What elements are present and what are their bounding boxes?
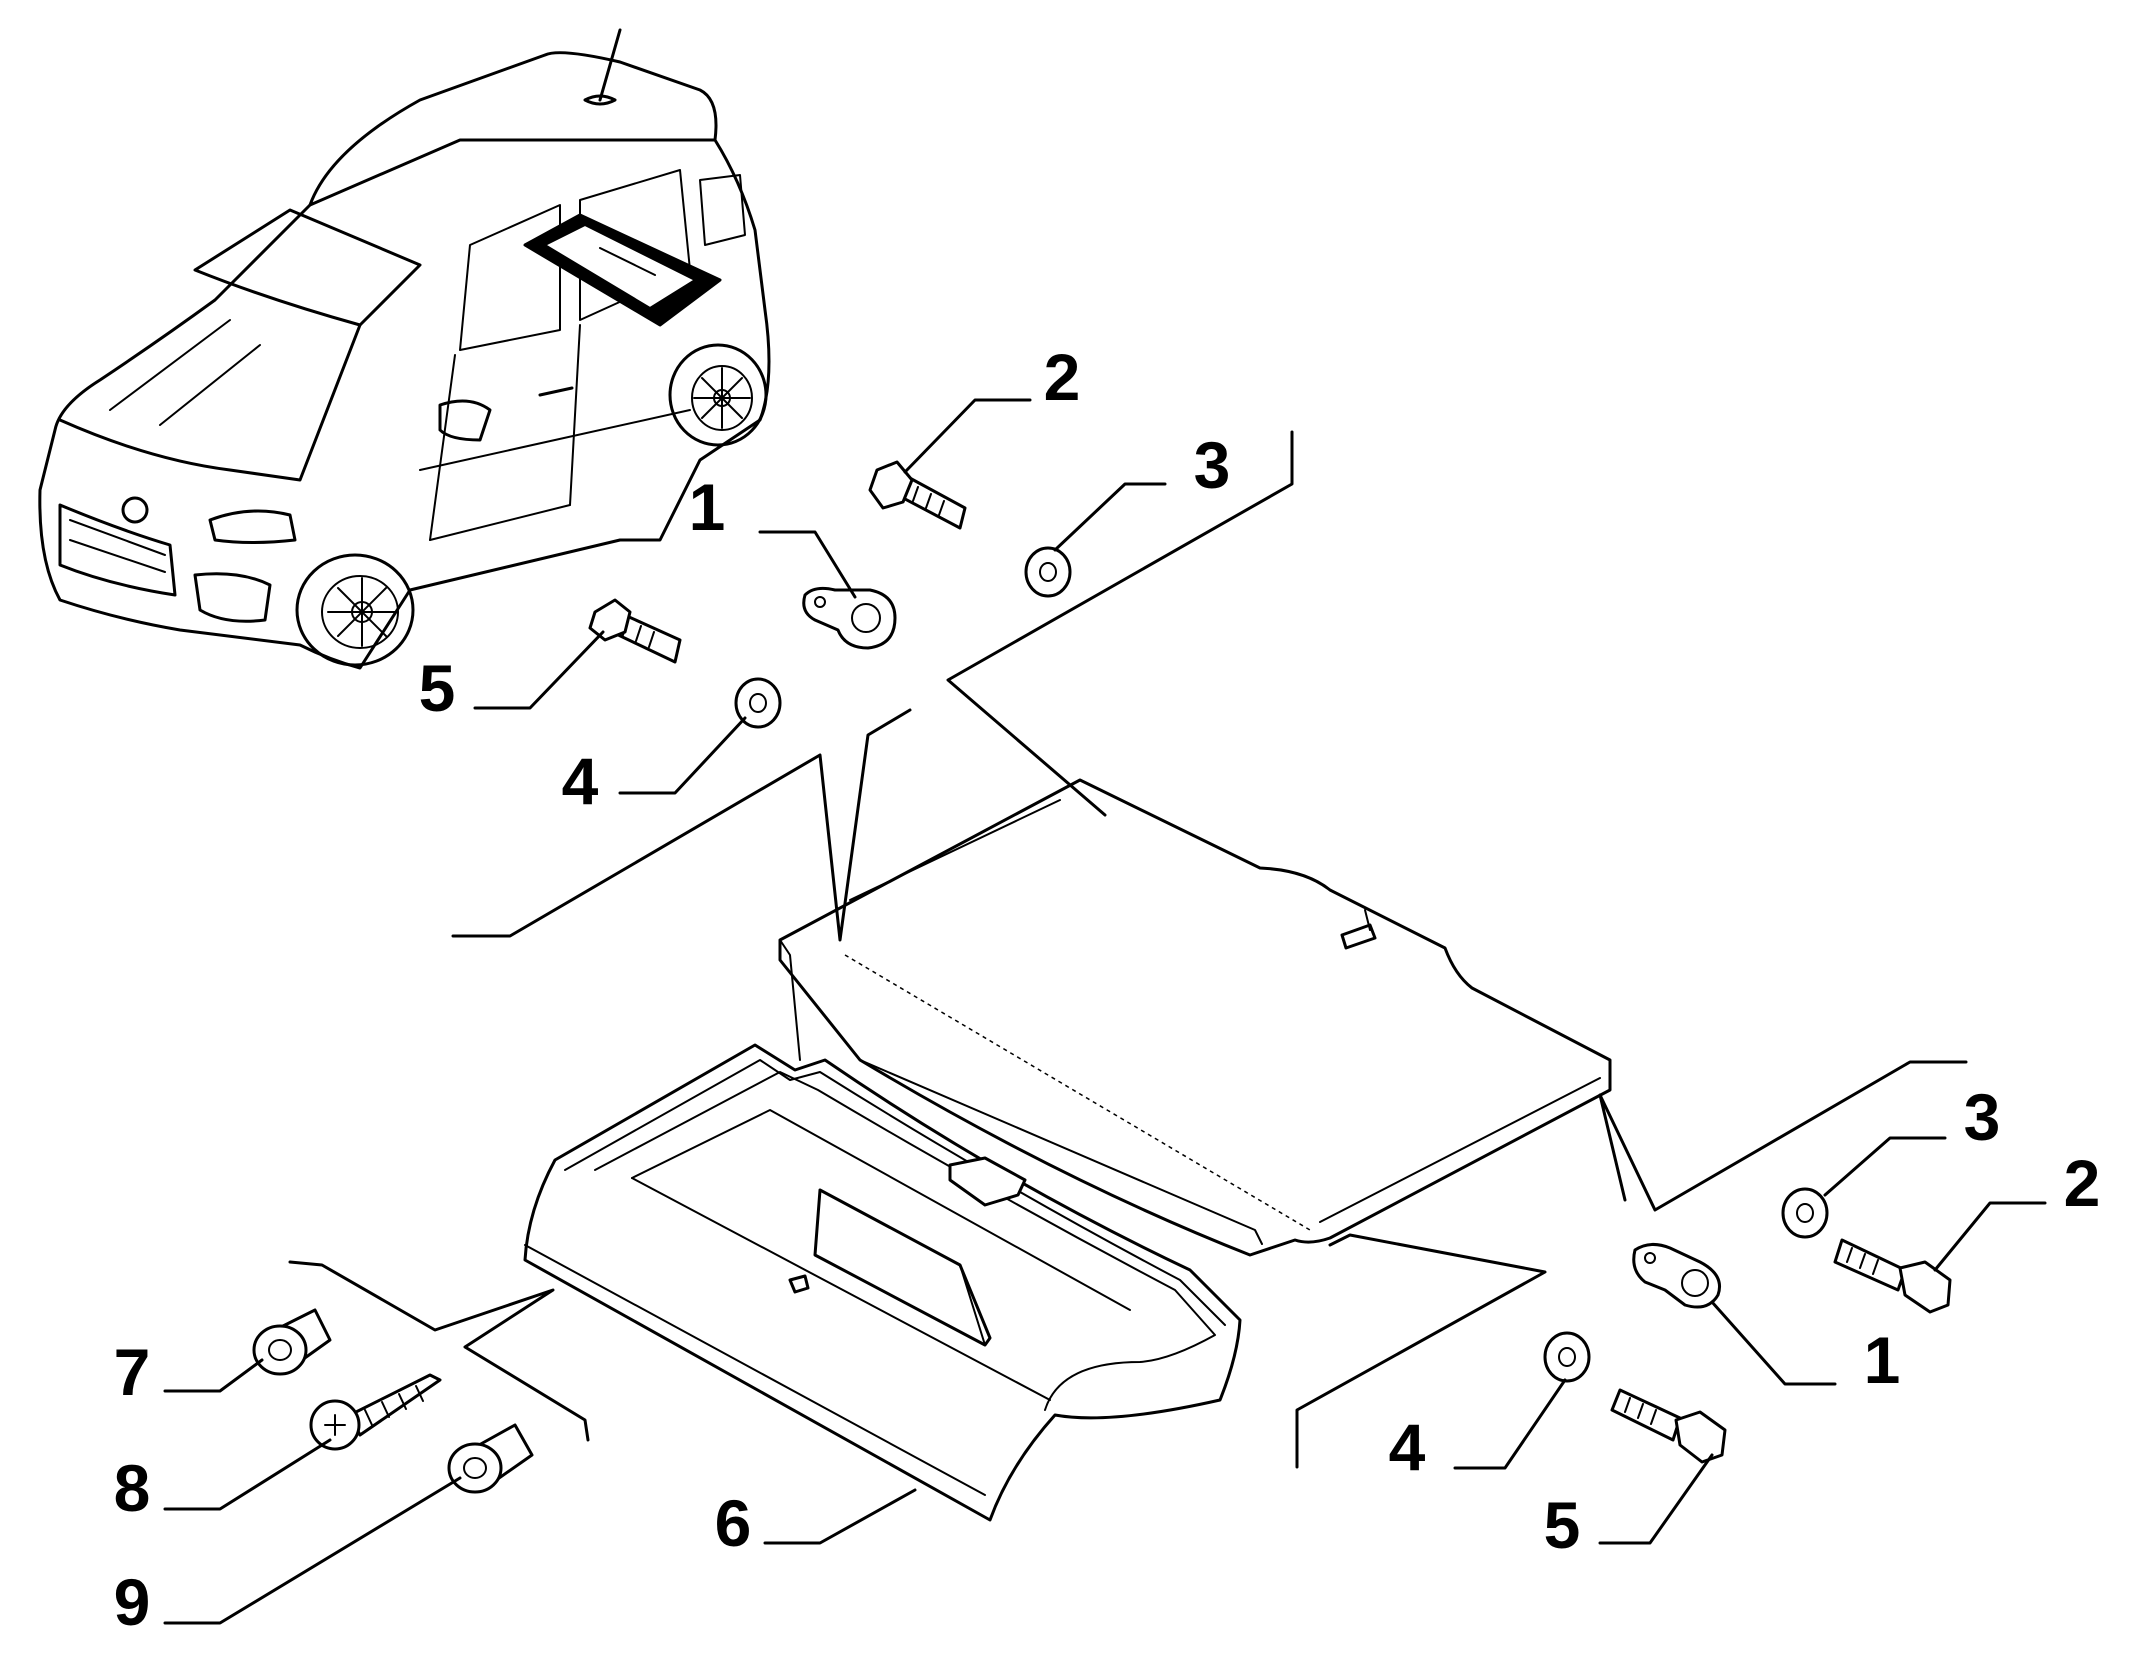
leader-lines (163, 398, 2047, 1625)
bolt-icon (1833, 1238, 1952, 1314)
callout-1: 1 (689, 470, 726, 544)
callout-6: 6 (715, 1486, 752, 1560)
callout-7: 7 (114, 1335, 151, 1409)
bolt-icon (1610, 1388, 1727, 1464)
callout-2: 2 (2064, 1146, 2101, 1220)
nut-insert-icon (447, 1423, 534, 1494)
callout-9: 9 (114, 1565, 151, 1639)
washer-icon (1543, 1331, 1591, 1383)
callout-3: 3 (1964, 1080, 2001, 1154)
callout-1: 1 (1864, 1323, 1901, 1397)
trunk-floor-panel (778, 778, 1612, 1257)
bracket-icon (1632, 1243, 1721, 1309)
washer-icon (1781, 1187, 1829, 1239)
bolt-icon (868, 460, 967, 530)
storage-box (523, 1043, 1242, 1522)
bolt-icon (588, 598, 682, 664)
callout-2: 2 (1044, 340, 1081, 414)
callout-3: 3 (1194, 428, 1231, 502)
bracket-icon (802, 586, 897, 650)
callout-5: 5 (419, 651, 456, 725)
nut-insert-icon (252, 1308, 332, 1376)
callout-5: 5 (1544, 1488, 1581, 1562)
vehicle-overview (38, 28, 771, 670)
callout-8: 8 (114, 1451, 151, 1525)
washer-icon (734, 677, 782, 729)
washer-icon (1024, 546, 1072, 598)
callout-labels: 1 2 3 5 4 3 2 1 4 5 7 8 9 6 (114, 340, 2101, 1639)
callout-4: 4 (1389, 1410, 1426, 1484)
callout-4: 4 (562, 744, 599, 818)
screw-icon (309, 1373, 442, 1451)
